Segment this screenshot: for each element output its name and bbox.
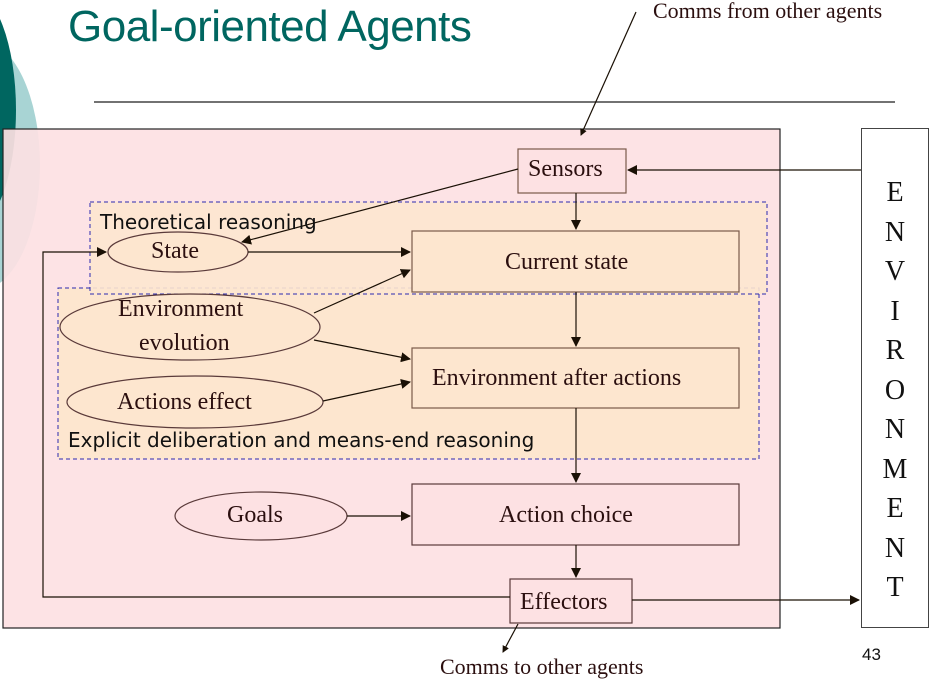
environment-letter: R [885,335,905,366]
edge-actions-effect-env-after [322,379,411,402]
env-after-actions-label: Environment after actions [432,365,682,391]
environment-letter: N [884,532,906,564]
env-after-actions-node [411,347,740,409]
environment-letter: N [884,414,906,445]
edge-comms-from-sensors [580,11,637,136]
env-evolution-label-2: evolution [139,330,230,356]
environment-letter: E [886,493,904,524]
current-state-node [411,230,740,293]
theoretical-reasoning-label: Theoretical reasoning [100,210,317,234]
action-choice-label: Action choice [499,502,633,528]
actions-effect-label: Actions effect [117,389,252,415]
sensors-node [517,148,627,194]
edge-effectors-state-feedback [42,247,510,598]
environment-letter: I [890,295,900,327]
edge-sensors-state [241,168,519,245]
edge-env-evolution-current-state [313,269,411,314]
effectors-label: Effectors [520,589,608,615]
env-evolution-node [59,293,321,361]
environment-letter: T [886,572,904,603]
action-choice-node [411,483,740,546]
effectors-node [509,578,633,624]
environment-letter: V [884,256,906,287]
deliberation-label: Explicit deliberation and means-end reas… [68,428,535,452]
environment-letter: O [884,374,906,406]
actions-effect-node [66,375,324,429]
comms-to-label: Comms to other agents [440,654,644,679]
slide-title: Goal-oriented Agents [68,2,472,51]
comms-from-label: Comms from other agents [653,0,883,23]
state-label: State [151,238,199,264]
goals-label: Goals [227,502,283,528]
page-number: 43 [862,645,881,664]
environment-letter: E [886,177,904,208]
environment-box: E N V I R O N M E N T [861,128,929,628]
current-state-label: Current state [505,249,629,275]
edge-effectors-comms-to [502,623,519,653]
edge-env-evolution-env-after [313,339,411,363]
environment-letter: N [884,216,906,248]
environment-letter: M [882,453,908,485]
env-evolution-label-1: Environment [118,296,244,322]
sensors-label: Sensors [528,156,603,182]
